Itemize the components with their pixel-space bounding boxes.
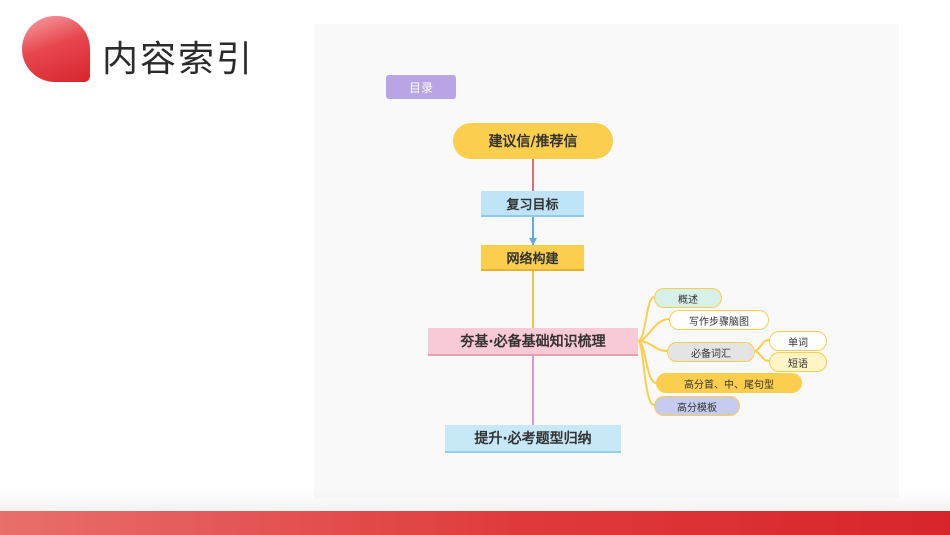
branch-sentences: 高分首、中、尾句型 [656,373,802,393]
page-title: 内容索引 [102,39,255,80]
title-badge-icon [22,16,90,82]
branch-writing-steps: 写作步骤脑图 [669,310,769,330]
bottom-shadow [0,491,950,511]
mindmap-connectors [529,159,770,425]
root-node: 建议信/推荐信 [453,123,613,159]
mindmap-image: 目录 建议信/推荐信 复习目标 网络构建 夯基·必备基础知识梳理 提升·必考题型… [314,24,899,498]
branch-template: 高分模板 [654,396,740,416]
contents-tag: 目录 [386,75,456,99]
basic-knowledge-node: 夯基·必备基础知识梳理 [428,328,638,356]
improve-node: 提升·必考题型归纳 [445,425,621,453]
bottom-red-band [0,511,950,535]
branch-phrases: 短语 [769,352,827,372]
branch-overview: 概述 [654,288,722,308]
network-build-node: 网络构建 [481,245,584,271]
branch-vocabulary: 必备词汇 [667,342,755,362]
review-goal-node: 复习目标 [481,191,584,217]
branch-words: 单词 [769,331,827,351]
